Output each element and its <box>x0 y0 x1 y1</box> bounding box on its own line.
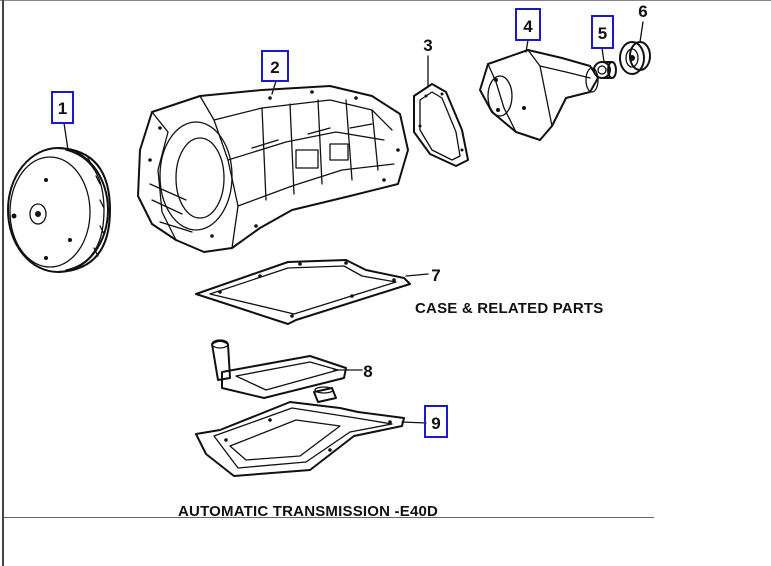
left-border <box>2 0 4 566</box>
callout-box-5 <box>591 15 614 49</box>
callout-9[interactable]: 9 <box>431 414 440 433</box>
part-transmission-case[interactable] <box>137 85 409 253</box>
callout-7[interactable]: 7 <box>431 266 440 285</box>
leader-4 <box>525 39 529 53</box>
part-extension-housing[interactable] <box>479 49 599 141</box>
callout-box-1 <box>51 91 74 124</box>
callout-numbers: 1 2 3 4 5 6 7 8 9 <box>58 2 648 433</box>
part-extension-bushing[interactable] <box>593 61 617 79</box>
callout-box-9 <box>424 405 448 438</box>
callout-3[interactable]: 3 <box>423 36 432 55</box>
leader-9 <box>401 421 427 424</box>
part-extension-gasket[interactable] <box>413 83 469 167</box>
callout-5[interactable]: 5 <box>598 24 607 43</box>
group-caption: CASE & RELATED PARTS <box>415 300 603 317</box>
callout-6[interactable]: 6 <box>638 2 647 21</box>
leader-7 <box>405 273 429 277</box>
callout-1[interactable]: 1 <box>58 99 67 118</box>
leader-1 <box>63 122 69 151</box>
callout-8[interactable]: 8 <box>363 362 372 381</box>
part-oil-pan[interactable] <box>195 386 405 477</box>
callout-2[interactable]: 2 <box>270 58 279 77</box>
leader-5 <box>601 47 605 63</box>
part-torque-converter[interactable] <box>7 147 111 273</box>
part-oil-pan-gasket[interactable] <box>195 259 411 325</box>
callout-4[interactable]: 4 <box>523 17 533 36</box>
leader-6 <box>639 21 644 43</box>
leader-2 <box>271 80 277 95</box>
bottom-rule <box>4 517 654 518</box>
part-extension-seal[interactable] <box>619 41 651 75</box>
callout-boxes <box>51 8 614 438</box>
callout-box-4 <box>515 8 541 41</box>
top-border <box>0 0 771 1</box>
diagram-title: AUTOMATIC TRANSMISSION -E40D <box>178 503 438 520</box>
leader-lines <box>63 21 644 424</box>
callout-box-2 <box>261 50 289 82</box>
